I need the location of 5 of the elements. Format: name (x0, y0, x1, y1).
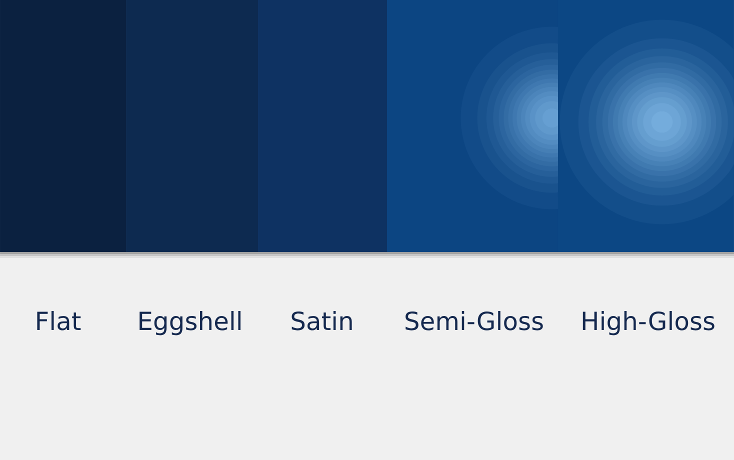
finish-label: Flat (37, 311, 81, 330)
finish-label: Satin (292, 311, 352, 330)
finish-label: Semi-Gloss (406, 311, 543, 330)
finish-label: High-Gloss (582, 311, 714, 336)
finish-label: Eggshell (140, 311, 240, 336)
